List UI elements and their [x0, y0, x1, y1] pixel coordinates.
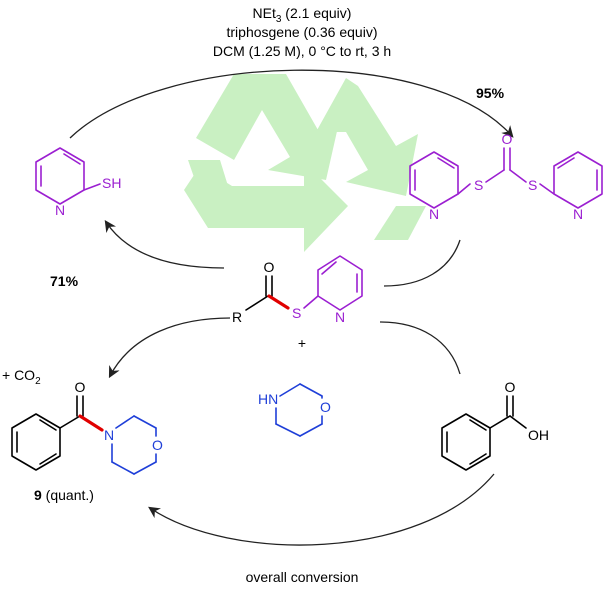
- arc-right-upper: [383, 239, 461, 287]
- conditions-line-3: DCM (1.25 M), 0 °C to rt, 3 h: [213, 43, 391, 59]
- atom-n-right: N: [573, 206, 583, 222]
- conditions-line-2: triphosgene (0.36 equiv): [227, 24, 378, 40]
- product-label: 9 (quant.): [34, 487, 94, 503]
- atom-n: N: [55, 202, 65, 218]
- atom-sh: SH: [102, 175, 121, 191]
- arrow-top: [69, 69, 514, 139]
- atom-o-carbonyl: O: [502, 131, 513, 147]
- atom-s-left: S: [474, 177, 483, 193]
- atom-s: S: [292, 305, 301, 321]
- recycle-icon: [184, 74, 426, 252]
- yield-left: 71%: [50, 273, 79, 289]
- morpholine: HN O: [258, 383, 331, 437]
- atom-o: O: [264, 259, 275, 275]
- atom-oh: OH: [528, 427, 549, 443]
- atom-s-right: S: [528, 177, 537, 193]
- thioester: R O S N: [232, 255, 363, 325]
- atom-o-amide-ring: O: [152, 437, 163, 453]
- atom-o-morph: O: [320, 399, 331, 415]
- arc-right-lower: [379, 321, 461, 375]
- conditions-line-1: NEt3 (2.1 equiv): [253, 5, 352, 25]
- mercaptopyridine: N SH: [35, 147, 121, 218]
- atom-n-left: N: [429, 206, 439, 222]
- arrow-left-up: [104, 220, 225, 269]
- dipyridyl-dithiocarbonate: N S O S N: [409, 131, 603, 222]
- plus-sign: +: [298, 335, 306, 351]
- arrow-bottom: [148, 473, 495, 546]
- atom-hn: HN: [258, 391, 278, 407]
- atom-n-amide: N: [104, 427, 114, 443]
- benzoic-acid: O OH: [441, 379, 549, 471]
- atom-o-amide: O: [75, 379, 86, 395]
- atom-r: R: [232, 309, 242, 325]
- yield-top-right: 95%: [476, 85, 505, 101]
- atom-o-acid: O: [505, 379, 516, 395]
- atom-n-py: N: [335, 309, 345, 325]
- amide-product: O N O: [11, 379, 163, 475]
- arrow-left-down: [108, 317, 231, 379]
- co2-byproduct: + CO2: [2, 367, 41, 387]
- overall-conversion-label: overall conversion: [246, 569, 359, 585]
